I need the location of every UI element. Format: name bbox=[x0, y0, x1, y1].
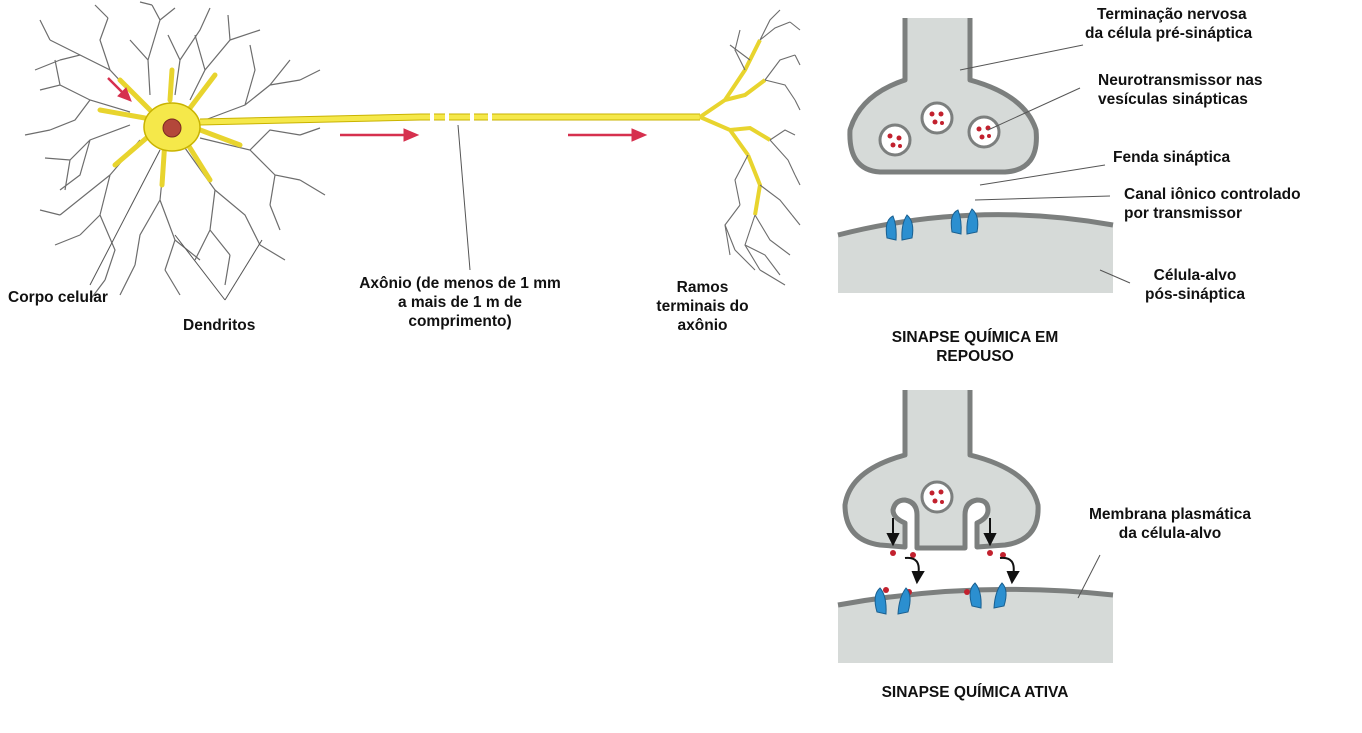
target-membrane-line1: Membrana plasmática bbox=[1060, 505, 1280, 524]
neurotransmitter-line1: Neurotransmissor nas bbox=[1098, 71, 1263, 90]
synapse-rest-caption-line2: REPOUSO bbox=[850, 347, 1100, 366]
presynaptic-terminal-label: Terminação nervosa da célula pré-sinápti… bbox=[1085, 5, 1252, 43]
neurotransmitter-line2: vesículas sinápticas bbox=[1098, 90, 1263, 109]
target-cell-label: Célula-alvo pós-sináptica bbox=[1135, 266, 1255, 304]
axon-terminal-branches bbox=[700, 10, 800, 285]
synapse-active-caption: SINAPSE QUÍMICA ATIVA bbox=[850, 683, 1100, 702]
axon-label-line1: Axônio (de menos de 1 mm bbox=[325, 274, 595, 293]
axon-label-line3: comprimento) bbox=[325, 312, 595, 331]
ion-channel-label: Canal iônico controlado por transmissor bbox=[1124, 185, 1301, 223]
dendrites-label: Dendritos bbox=[183, 316, 255, 335]
synapse-rest-drawing bbox=[835, 18, 1130, 295]
synapse-rest-caption-line1: SINAPSE QUÍMICA EM bbox=[850, 328, 1100, 347]
target-membrane-line2: da célula-alvo bbox=[1060, 524, 1280, 543]
presynaptic-terminal-line1: Terminação nervosa bbox=[1085, 5, 1252, 24]
neurotransmitter-label: Neurotransmissor nas vesículas sináptica… bbox=[1098, 71, 1263, 109]
axon-label-line2: a mais de 1 m de bbox=[325, 293, 595, 312]
axon-terminals-line2: terminais do bbox=[635, 297, 770, 316]
synapse-rest-caption: SINAPSE QUÍMICA EM REPOUSO bbox=[850, 328, 1100, 366]
axon-terminals-line3: axônio bbox=[635, 316, 770, 335]
axon-label: Axônio (de menos de 1 mm a mais de 1 m d… bbox=[325, 274, 595, 331]
presynaptic-terminal-line2: da célula pré-sináptica bbox=[1085, 24, 1252, 43]
neuron-drawing bbox=[25, 2, 800, 300]
axon-terminals-label: Ramos terminais do axônio bbox=[635, 278, 770, 335]
ion-channel-line2: por transmissor bbox=[1124, 204, 1301, 223]
axon-terminals-line1: Ramos bbox=[635, 278, 770, 297]
target-cell-line1: Célula-alvo bbox=[1135, 266, 1255, 285]
target-cell-line2: pós-sináptica bbox=[1135, 285, 1255, 304]
cell-body-label: Corpo celular bbox=[8, 288, 108, 307]
nucleus bbox=[163, 119, 181, 137]
synaptic-cleft-label: Fenda sináptica bbox=[1113, 148, 1230, 167]
target-membrane-label: Membrana plasmática da célula-alvo bbox=[1060, 505, 1280, 543]
ion-channel-line1: Canal iônico controlado bbox=[1124, 185, 1301, 204]
